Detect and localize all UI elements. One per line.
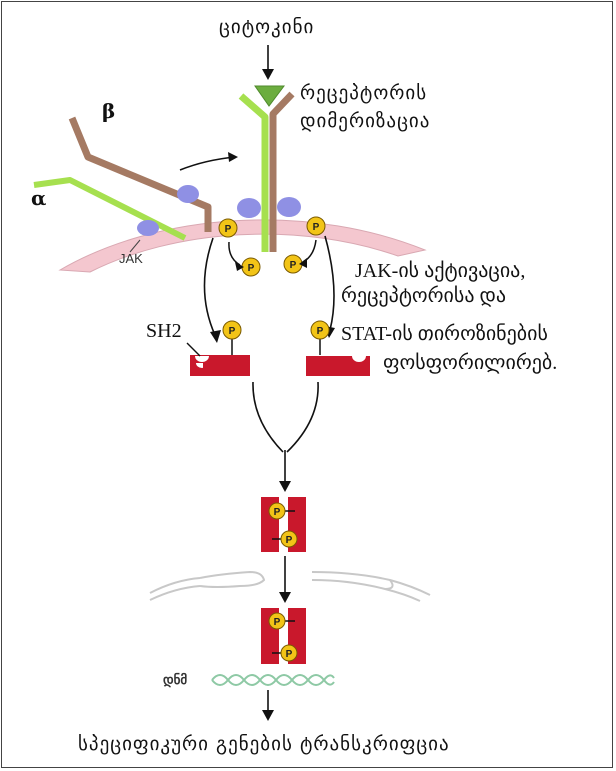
stat-phosphorylation-label-line1: STAT-ის თიროზინების xyxy=(341,321,548,346)
beta-label: β xyxy=(102,99,115,123)
dna-helix xyxy=(212,675,334,685)
cytokine-arrowhead xyxy=(262,69,274,80)
cytokine-label: ციტოკინი xyxy=(219,16,314,38)
svg-text:P: P xyxy=(274,617,281,628)
alpha-label: α xyxy=(31,186,46,210)
phosphate: P xyxy=(307,217,325,235)
phosphorylation-arrow xyxy=(229,242,240,265)
jak-activation-label-line2: რეცეპტორისა და xyxy=(341,283,506,308)
sh2-label: SH2 xyxy=(146,320,182,343)
dimerization-arrow-right xyxy=(287,382,318,452)
svg-text:P: P xyxy=(225,224,232,235)
receptor-dimerization-label-line2: დიმერიზაცია xyxy=(300,110,430,132)
svg-text:P: P xyxy=(286,535,293,546)
membrane-rotation-arrowhead xyxy=(228,152,238,162)
stat-phosphorylation-label-line2: ფოსფორილირებ. xyxy=(383,350,557,375)
svg-text:P: P xyxy=(317,326,324,337)
jak-activation-label-line1: JAK-ის აქტივაცია, xyxy=(355,258,525,283)
phosphate: P xyxy=(219,219,237,237)
dna-label: დნმ xyxy=(163,672,187,688)
jak-blob xyxy=(277,197,301,217)
transcription-arrowhead xyxy=(262,710,274,721)
nuclear-membrane xyxy=(150,572,430,601)
stat-recruit-arrow-right xyxy=(325,236,334,330)
svg-text:P: P xyxy=(286,649,293,660)
stat-dimer-nucleus: P P xyxy=(261,608,306,664)
nuclear-import-arrowhead xyxy=(279,592,291,603)
jak-label: JAK xyxy=(119,251,143,266)
stat-recruit-arrow-left xyxy=(204,238,215,335)
receptor-dimerization-label-line1: რეცეპტორის xyxy=(300,82,427,104)
svg-text:P: P xyxy=(248,263,255,274)
phosphate: P xyxy=(242,258,260,276)
stat-dimer-cytoplasm: P P xyxy=(261,497,306,552)
svg-text:P: P xyxy=(313,222,320,233)
jak-blob xyxy=(177,185,199,203)
stat-monomer-left: P xyxy=(190,321,250,376)
dimerization-arrowhead xyxy=(279,481,291,492)
stat-recruit-arrowhead-left xyxy=(210,330,221,343)
svg-text:P: P xyxy=(274,507,281,518)
svg-text:P: P xyxy=(290,260,297,271)
phosphorylation-arrow xyxy=(303,240,316,262)
dimerization-arrow-left xyxy=(253,382,283,452)
sh2-pointer xyxy=(187,343,200,356)
jak-blob xyxy=(137,220,159,236)
transcription-label: სპეციფიკური გენების ტრანსკრიფცია xyxy=(78,733,450,755)
svg-text:P: P xyxy=(229,326,236,337)
membrane-rotation-arrow xyxy=(180,157,235,170)
jak-blob xyxy=(237,198,261,218)
